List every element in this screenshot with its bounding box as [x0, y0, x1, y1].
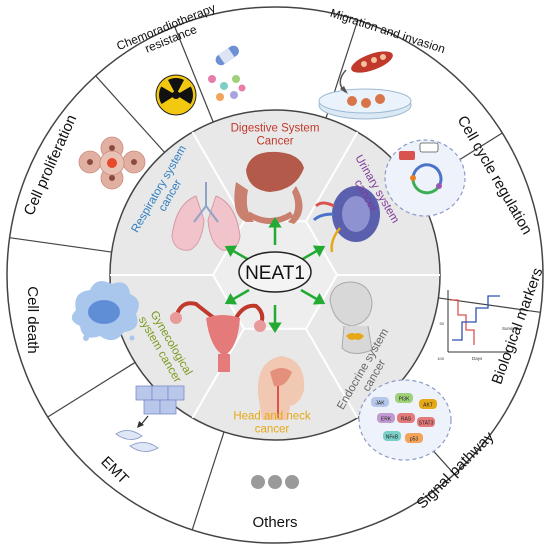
chart-tick-100: 100	[437, 356, 444, 361]
arrows-group	[224, 217, 326, 333]
dots-icon	[251, 475, 299, 489]
pathway-node-label: STAT3	[419, 421, 434, 427]
inner-divider	[305, 328, 359, 419]
outer-divider	[95, 75, 166, 153]
pathway-node	[395, 393, 413, 403]
head-icon	[257, 356, 305, 420]
outer-label-cell-death: Cell death	[24, 286, 41, 354]
pathway-node	[383, 431, 401, 441]
emt-icon	[115, 385, 185, 452]
outer-label-others: Others	[252, 514, 297, 531]
pathway-node	[417, 417, 435, 427]
outer-divider	[9, 237, 112, 253]
pathway-node	[371, 397, 389, 407]
outer-label-line: Cell death	[24, 286, 41, 354]
cell-proliferation-icon	[78, 136, 146, 190]
arrow	[224, 288, 250, 305]
pathway-node-label: PI3K	[399, 397, 411, 403]
liver-icon	[234, 151, 304, 224]
arrow	[224, 245, 250, 262]
chart-y-label: Survival	[502, 326, 518, 331]
outer-divider	[191, 431, 225, 531]
chart-tick-50: 50	[440, 321, 445, 326]
pathway-node	[377, 413, 395, 423]
pills-icon	[208, 45, 246, 101]
kidney-icon	[312, 186, 380, 253]
inner-label-line: Digestive System	[231, 123, 320, 135]
outer-divider	[47, 361, 136, 418]
chart-x-label: Days	[472, 356, 483, 361]
inner-disc-dividers	[110, 131, 440, 419]
arrow	[268, 217, 282, 245]
outer-divider	[174, 26, 214, 123]
pathway-node-label: NFκB	[386, 435, 399, 441]
center-label: NEAT1	[245, 263, 305, 284]
pathway-node-label: JAK	[375, 401, 385, 407]
pathway-node-label: p53	[410, 437, 419, 443]
migration-icon	[318, 51, 412, 120]
chart-icon: 100 50 Days Survival	[437, 290, 518, 361]
pathway-node-label: RAS	[401, 417, 412, 423]
center-node	[238, 251, 312, 293]
inner-label-line: Cancer	[256, 136, 293, 148]
thyroid-icon	[329, 281, 373, 354]
pathway-node	[397, 413, 415, 423]
pathway-node	[405, 433, 423, 443]
arrow	[268, 305, 282, 333]
inner-divider	[191, 328, 245, 419]
pathway-node-label: AKT	[423, 403, 433, 409]
inner-label-line: Head and neck	[233, 411, 311, 423]
outer-label-line: Others	[252, 514, 297, 531]
pathway-node-label: ERK	[381, 417, 392, 423]
pathway-node	[419, 399, 437, 409]
arrow	[300, 245, 326, 262]
inner-label-line: cancer	[255, 424, 290, 436]
cell-cycle-icon	[384, 139, 466, 217]
radiation-icon	[155, 74, 197, 116]
arrow	[300, 288, 326, 305]
uterus-icon	[170, 301, 266, 372]
inner-divider	[305, 131, 359, 222]
cell-death-icon	[71, 281, 139, 341]
